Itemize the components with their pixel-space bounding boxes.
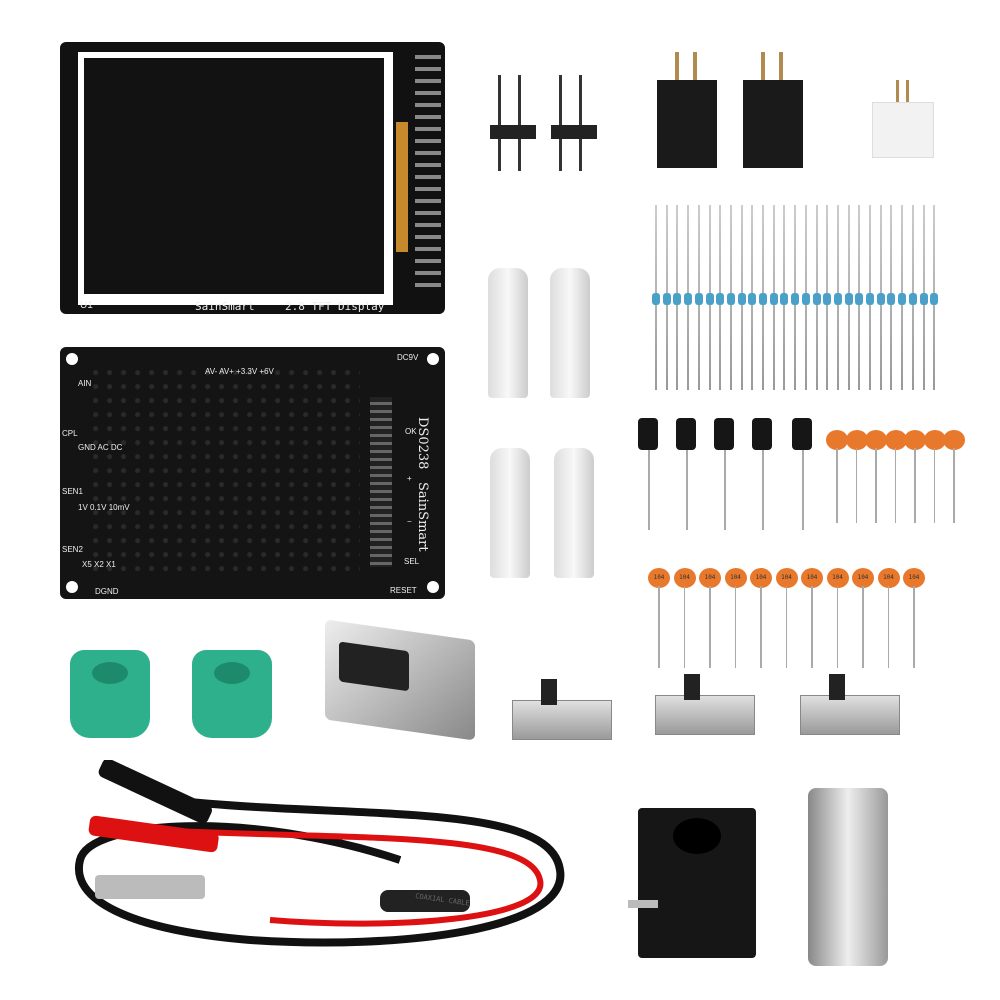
label-ain: AIN <box>78 379 92 388</box>
nylon-standoff <box>554 448 594 578</box>
ceramic-capacitor: 104 <box>775 568 798 588</box>
tft-title: 2.8 TFT Display <box>285 300 385 313</box>
ceramic-capacitor <box>943 430 965 450</box>
pcb-power-label: DC9V <box>397 353 419 362</box>
ceramic-capacitor <box>923 430 946 450</box>
resistor <box>694 205 703 390</box>
pin-header-2 <box>551 75 597 171</box>
resistor <box>716 205 725 390</box>
jst-connector <box>872 80 934 158</box>
resistor <box>930 205 939 390</box>
nylon-standoff <box>490 448 530 578</box>
tft-brand: SainSmart <box>195 300 255 313</box>
resistor <box>780 205 789 390</box>
mini-usb-connector <box>325 619 475 741</box>
resistor <box>684 205 693 390</box>
resistor <box>833 205 842 390</box>
button-sel-label: SEL <box>404 557 420 566</box>
resistor <box>737 205 746 390</box>
resistor <box>866 205 874 390</box>
resistor <box>801 205 810 390</box>
resistor <box>844 205 853 390</box>
female-header-2 <box>743 52 803 168</box>
bnc-connector <box>808 788 888 966</box>
resistor <box>769 205 778 390</box>
ceramic-capacitor: 104 <box>699 568 721 588</box>
resistor <box>823 205 832 390</box>
resistor <box>759 205 767 390</box>
resistor <box>705 205 714 390</box>
resistor <box>876 205 885 390</box>
tft-connector <box>370 397 392 567</box>
ceramic-capacitor: 104 <box>648 568 670 588</box>
ceramic-capacitor: 104 <box>877 568 900 588</box>
pcb-model: DS0238 <box>415 417 430 470</box>
ceramic-capacitor <box>845 430 868 450</box>
ceramic-capacitor: 104 <box>801 568 823 588</box>
electrolytic-capacitor <box>752 418 772 450</box>
resistor <box>908 205 917 390</box>
resistor <box>662 205 671 390</box>
ceramic-capacitor <box>826 430 848 450</box>
button-reset-label: RESET <box>390 586 417 595</box>
ceramic-capacitor: 104 <box>673 568 696 588</box>
label-multiplier: X5 X2 X1 <box>82 560 116 569</box>
resistor-row <box>652 205 945 395</box>
electrolytic-capacitor <box>792 418 812 450</box>
pcb-supply-label: AV- AV+ +3.3V +6V <box>205 367 274 376</box>
button-ok-label: OK <box>405 427 417 436</box>
oscilloscope-pcb: DC9V AV- AV+ +3.3V +6V DS0238 SainSmart … <box>60 347 445 599</box>
resistor <box>898 205 907 390</box>
resistor <box>855 205 864 390</box>
tft-screen-glass <box>84 58 384 294</box>
resistor <box>726 205 735 390</box>
label-cpl: CPL <box>62 429 78 438</box>
resistor <box>812 205 821 390</box>
pin-header-1 <box>490 75 536 171</box>
label-sen2: SEN2 <box>62 545 83 554</box>
button-plus-label: + <box>407 474 412 483</box>
tft-display-module: SainSmart 2.8 TFT Display U1 <box>60 42 445 314</box>
electrolytic-capacitor <box>676 418 696 450</box>
pcb-brand: SainSmart <box>415 482 430 552</box>
nylon-standoff <box>488 268 528 398</box>
trimmer-capacitor <box>70 650 150 738</box>
resistor <box>887 205 896 390</box>
resistor <box>673 205 682 390</box>
ceramic-capacitor: 104 <box>724 568 747 588</box>
resistor <box>652 205 660 390</box>
dc-power-jack <box>628 808 756 958</box>
ceramic-capacitor <box>865 430 887 450</box>
ceramic-capacitor <box>904 430 926 450</box>
tft-flex <box>396 122 408 252</box>
slide-switch <box>800 674 900 735</box>
pcb-components <box>90 367 360 577</box>
trimmer-capacitor <box>192 650 272 738</box>
slide-switch <box>512 679 612 740</box>
nylon-standoff <box>550 268 590 398</box>
ceramic-capacitor: 104 <box>903 568 925 588</box>
label-sensitivity: 1V 0.1V 10mV <box>78 503 130 512</box>
tft-ref: U1 <box>80 300 93 311</box>
electrolytic-capacitor <box>638 418 658 450</box>
label-dgnd: DGND <box>95 587 119 596</box>
female-header-1 <box>657 52 717 168</box>
label-sen1: SEN1 <box>62 487 83 496</box>
tft-header-pins <box>415 50 441 290</box>
slide-switch <box>655 674 755 735</box>
button-minus-label: − <box>407 517 412 526</box>
ceramic-capacitor: 104 <box>750 568 772 588</box>
ceramic-capacitor: 104 <box>852 568 874 588</box>
bnc-probe-cable: COAXIAL CABLE <box>74 760 565 947</box>
electrolytic-capacitor <box>714 418 734 450</box>
label-coupling: GND AC DC <box>78 443 123 452</box>
resistor <box>919 205 928 390</box>
resistor <box>791 205 800 390</box>
ceramic-capacitor <box>884 430 907 450</box>
resistor <box>748 205 757 390</box>
ceramic-capacitor: 104 <box>826 568 849 588</box>
